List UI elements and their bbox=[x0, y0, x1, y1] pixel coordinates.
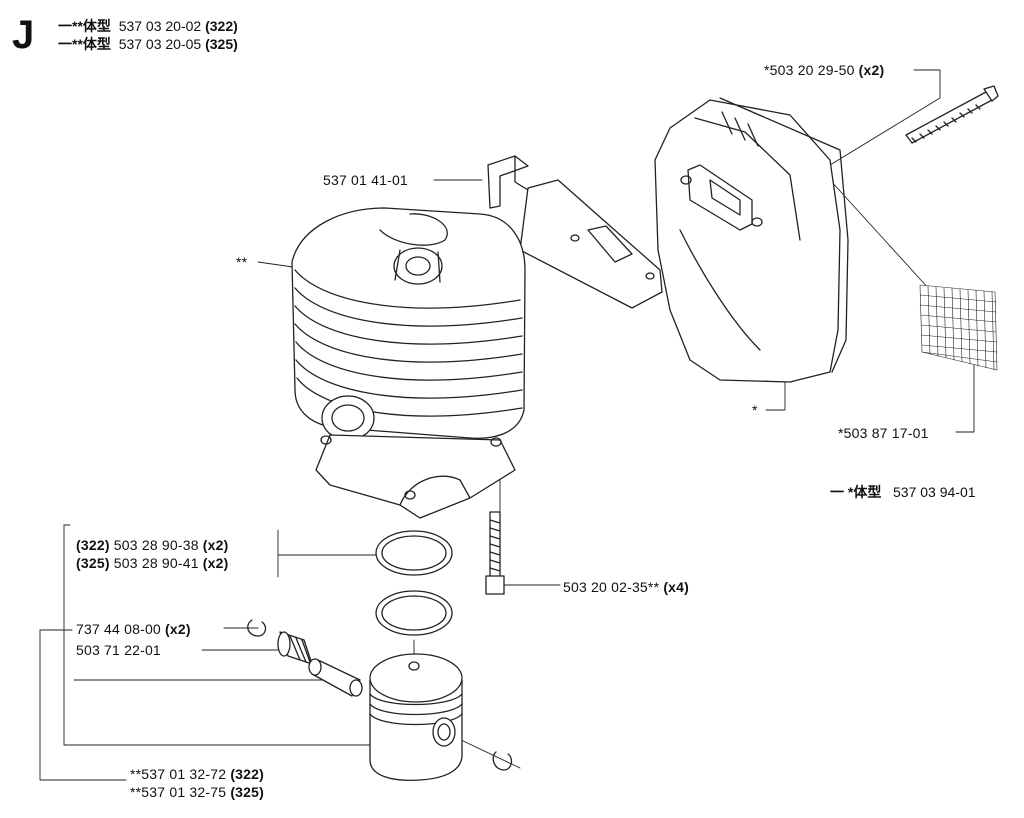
part-number: 737 44 08-00 bbox=[76, 621, 161, 637]
part-number: 503 28 90-38 bbox=[113, 537, 199, 553]
callout-ring-322: (322) 503 28 90-38 (x2) bbox=[76, 537, 229, 553]
quantity: (x2) bbox=[202, 555, 229, 571]
quantity: (x2) bbox=[858, 62, 885, 78]
variant: (322) bbox=[230, 766, 264, 782]
piston-rings-drawing bbox=[375, 530, 453, 636]
needle-bearing-drawing bbox=[277, 631, 313, 665]
callout-cylinder: ** bbox=[236, 254, 247, 270]
muffler-kit-dash: 一 bbox=[830, 484, 844, 500]
callout-piston-322: **537 01 32-72 (322) bbox=[130, 766, 264, 782]
circlip-drawing bbox=[247, 619, 513, 771]
muffler-kit-row: 一 *体型 537 03 94-01 bbox=[830, 484, 976, 501]
callout-spark-screen: *503 87 17-01 bbox=[838, 425, 929, 441]
part-number: **537 01 32-72 bbox=[130, 766, 227, 782]
callout-muffler-bolt: *503 20 29-50 (x2) bbox=[764, 62, 884, 78]
header-part-number: 537 03 20-05 bbox=[118, 36, 202, 52]
variant: (325) bbox=[76, 555, 110, 571]
part-number: *503 20 29-50 bbox=[764, 62, 855, 78]
variant: (322) bbox=[76, 537, 110, 553]
quantity: (x2) bbox=[165, 621, 191, 637]
part-number: **537 01 32-75 bbox=[130, 784, 227, 800]
cylinder-screw-drawing bbox=[485, 511, 505, 595]
header-model: **体型 bbox=[72, 36, 111, 52]
part-number: * bbox=[752, 402, 758, 418]
quantity: (x4) bbox=[663, 579, 690, 595]
quantity: (x2) bbox=[202, 537, 229, 553]
piston-pin-drawing bbox=[308, 658, 363, 697]
callout-needle-bearing: 503 71 22-01 bbox=[76, 642, 161, 658]
part-number: 503 71 22-01 bbox=[76, 642, 161, 658]
callout-ring-325: (325) 503 28 90-41 (x2) bbox=[76, 555, 229, 571]
header-model: **体型 bbox=[72, 18, 111, 34]
piston-drawing bbox=[369, 653, 463, 781]
header-row-322: 一**体型 537 03 20-02 (322) bbox=[58, 18, 238, 35]
header-row-325: 一**体型 537 03 20-05 (325) bbox=[58, 36, 238, 53]
cylinder-drawing bbox=[291, 207, 526, 519]
callout-cylinder-screw: 503 20 02-35** (x4) bbox=[563, 579, 689, 595]
muffler-drawing bbox=[654, 97, 849, 383]
callout-circlip: 737 44 08-00 (x2) bbox=[76, 621, 191, 637]
part-number: ** bbox=[236, 254, 248, 270]
header-dash: 一 bbox=[58, 36, 72, 52]
bracket-drawing bbox=[487, 155, 529, 209]
part-number: 503 28 90-41 bbox=[113, 555, 199, 571]
header-part-number: 537 03 20-02 bbox=[118, 18, 202, 34]
muffler-kit-part-number: 537 03 94-01 bbox=[893, 484, 976, 500]
callout-bracket: 537 01 41-01 bbox=[323, 172, 408, 188]
callout-piston-325: **537 01 32-75 (325) bbox=[130, 784, 264, 800]
header-variant: (325) bbox=[205, 36, 238, 52]
callout-muffler: * bbox=[752, 402, 758, 418]
muffler-kit-model: *体型 bbox=[847, 484, 882, 500]
part-number: *503 87 17-01 bbox=[838, 425, 929, 441]
header-dash: 一 bbox=[58, 18, 72, 34]
part-number: 503 20 02-35** bbox=[563, 579, 660, 595]
spark-screen-drawing bbox=[919, 284, 998, 371]
header-variant: (322) bbox=[205, 18, 238, 34]
part-number: 537 01 41-01 bbox=[323, 172, 408, 188]
variant: (325) bbox=[230, 784, 264, 800]
gasket-drawing bbox=[519, 179, 663, 309]
muffler-bolt-drawing bbox=[905, 85, 999, 144]
section-letter: J bbox=[12, 13, 35, 57]
